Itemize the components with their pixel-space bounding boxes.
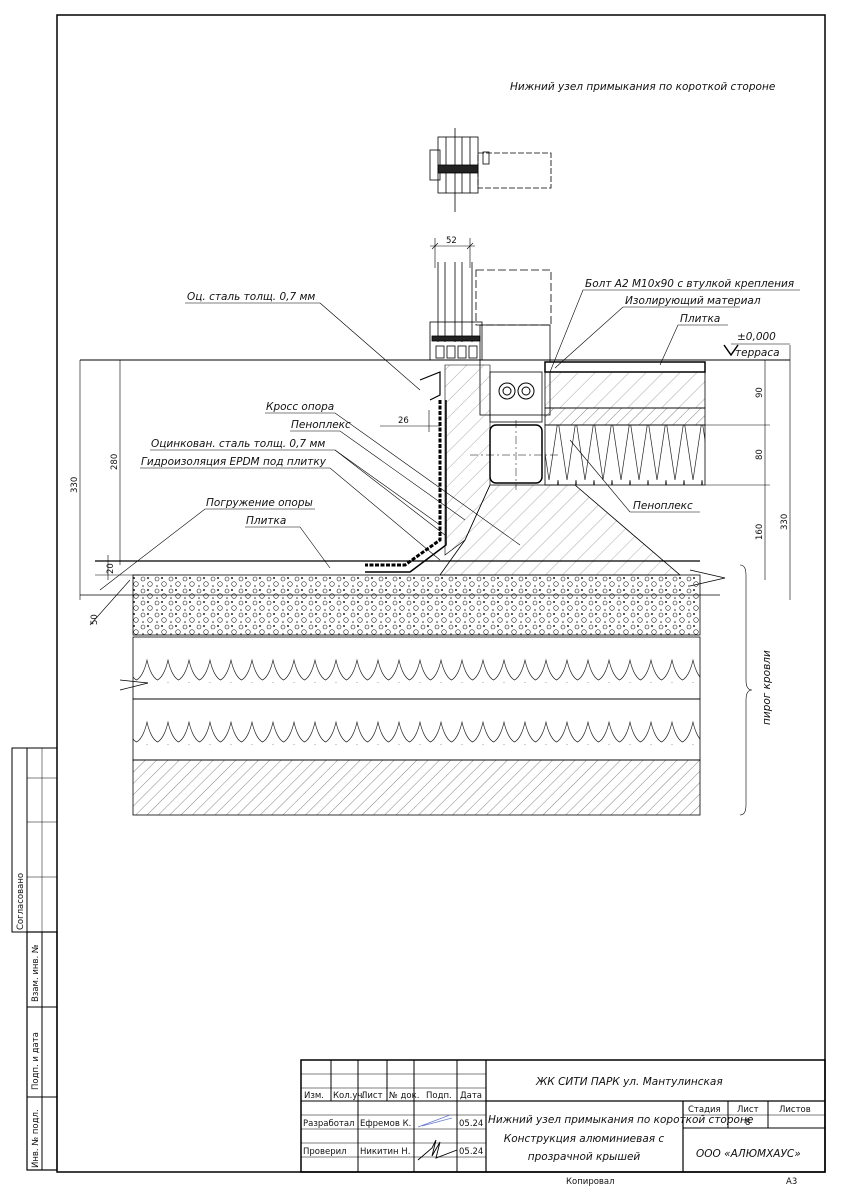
tb-construction-1: Конструкция алюминиевая с <box>504 1133 665 1145</box>
label-tile-top: Плитка <box>680 313 720 325</box>
label-support-immersion: Погружение опоры <box>206 497 313 509</box>
tb-copied: Копировал <box>566 1177 615 1187</box>
tb-construction-2: прозрачной крышей <box>528 1151 641 1163</box>
label-cross-support: Кросс опора <box>266 401 334 413</box>
screed-layer <box>544 371 706 409</box>
dim-left-50: 50 <box>90 614 100 625</box>
insulation-layer-1 <box>132 636 701 700</box>
tb-sheets-label: Листов <box>779 1105 811 1115</box>
tile-layer <box>544 361 706 373</box>
dim-52 <box>430 238 475 268</box>
penoplex-layer <box>544 424 706 486</box>
dim-left-330: 330 <box>70 477 80 493</box>
label-galv-steel: Оцинкован. сталь толщ. 0,7 мм <box>151 438 325 450</box>
side-sign-date: Подп. и дата <box>31 1032 41 1090</box>
tb-developed-label: Разработал <box>303 1119 355 1129</box>
label-bolt: Болт А2 М10х90 с втулкой крепления <box>585 278 794 290</box>
tb-sheet-title: Нижний узел примыкания по короткой сторо… <box>488 1114 753 1126</box>
window-profile <box>429 262 552 416</box>
dim-left-20: 20 <box>106 563 116 574</box>
label-insulating-material: Изолирующий материал <box>625 295 761 307</box>
level-name: терраса <box>735 347 780 359</box>
tb-checked-label: Проверил <box>303 1147 347 1157</box>
tb-checked-date: 05.24 <box>459 1147 483 1157</box>
title-block <box>300 1059 826 1173</box>
tb-company: ООО «АЛЮМХАУС» <box>696 1148 801 1160</box>
tb-header-date: Дата <box>460 1091 482 1101</box>
label-tile-bottom: Плитка <box>246 515 286 527</box>
dim-52-label: 52 <box>446 236 457 246</box>
tb-header-izm: Изм. <box>304 1091 324 1101</box>
tb-project: ЖК СИТИ ПАРК ул. Мантулинская <box>535 1076 723 1088</box>
tb-developed-date: 05.24 <box>459 1119 483 1129</box>
dim-26-label: 26 <box>398 416 409 426</box>
side-stamp <box>11 747 58 1171</box>
tb-developed-name: Ефремов К. <box>360 1119 411 1129</box>
roof-pie-label: пирог кровли <box>761 650 773 725</box>
flashing <box>365 371 447 573</box>
tb-stage-label: Стадия <box>688 1105 721 1115</box>
dim-right-160: 160 <box>755 524 765 540</box>
label-epdm: Гидроизоляция EPDM под плитку <box>141 456 327 468</box>
side-replaced-inv: Взам. инв. № <box>31 944 41 1002</box>
drawing-title: Нижний узел примыкания по короткой сторо… <box>510 81 775 93</box>
right-dimensions <box>705 345 791 816</box>
tb-checked-name: Никитин Н. <box>360 1147 410 1157</box>
side-agreed: Согласовано <box>16 873 26 930</box>
side-inv-orig: Инв. № подл. <box>31 1109 41 1168</box>
label-penoplex-left: Пеноплекс <box>291 419 351 431</box>
tb-sheet-number: 8 <box>745 1118 750 1128</box>
level-mark-icon <box>723 344 739 357</box>
signature-checked <box>417 1139 458 1161</box>
gravel-layer <box>132 574 701 636</box>
label-penoplex-right: Пеноплекс <box>633 500 693 512</box>
tb-header-sign: Подп. <box>426 1091 452 1101</box>
left-dimensions <box>79 360 140 626</box>
insulation-layer-2 <box>132 698 701 761</box>
dim-right-80: 80 <box>755 449 765 460</box>
tb-header-doc: № док. <box>389 1091 419 1101</box>
dim-right-330: 330 <box>780 514 790 530</box>
concrete-slab <box>132 759 701 816</box>
bolt-icon <box>489 371 543 423</box>
dim-left-280: 280 <box>110 454 120 470</box>
tb-header-list: Лист <box>361 1091 383 1101</box>
profile-plan-detail <box>429 128 552 212</box>
insulating-layer <box>544 407 706 426</box>
label-galv-steel-top: Оц. сталь толщ. 0,7 мм <box>187 291 315 303</box>
signature-developed <box>417 1114 453 1128</box>
tb-header-kol: Кол.уч. <box>333 1091 365 1101</box>
leader-lines <box>99 289 800 591</box>
penoplex-left <box>444 364 491 556</box>
tb-sheet-label: Лист <box>737 1105 759 1115</box>
dim-right-90: 90 <box>755 387 765 398</box>
tb-format: А3 <box>786 1177 797 1187</box>
level-value: ±0,000 <box>737 331 776 343</box>
